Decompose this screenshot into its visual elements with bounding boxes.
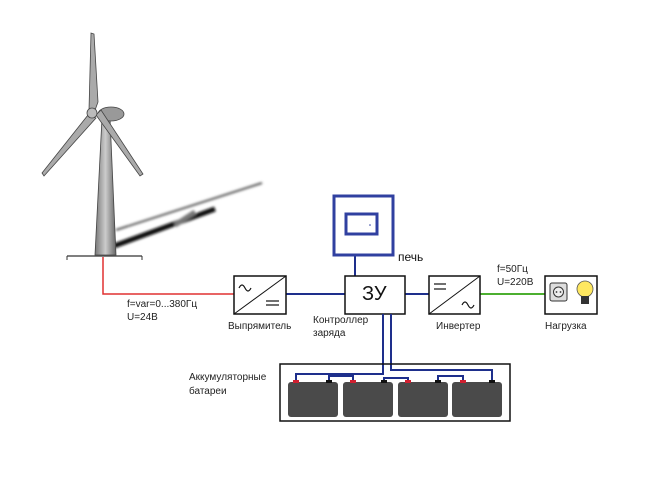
input-frequency-label: f=var=0...380Гц xyxy=(127,299,198,310)
load-label: Нагрузка xyxy=(545,321,587,332)
rectifier-block xyxy=(233,275,287,315)
battery-wire-2 xyxy=(390,314,493,382)
charger-label: ЗУ xyxy=(362,283,387,305)
battery-jumper xyxy=(328,375,354,382)
oven-icon xyxy=(332,194,395,257)
turbine-shadow xyxy=(113,182,263,249)
batteries-label-1: Аккумуляторные xyxy=(189,372,267,383)
battery-icon xyxy=(398,380,448,417)
battery-jumper xyxy=(383,377,409,382)
generator-wire xyxy=(102,257,234,295)
input-voltage-label: U=24В xyxy=(127,312,158,323)
battery-jumper xyxy=(437,375,464,382)
inverter-label: Инвертер xyxy=(436,321,481,332)
load-block xyxy=(544,275,598,315)
controller-label-2: заряда xyxy=(313,328,346,339)
output-frequency-label: f=50Гц xyxy=(497,264,528,275)
charger-block xyxy=(344,275,406,315)
battery-icon xyxy=(343,380,393,417)
batteries-label-2: батареи xyxy=(189,386,227,397)
wind-turbine-icon xyxy=(41,32,263,260)
light-bulb-icon xyxy=(576,280,594,304)
battery-icon xyxy=(452,380,502,417)
oven-label: печь xyxy=(398,250,424,264)
inverter-block xyxy=(428,275,481,315)
rectifier-label: Выпрямитель xyxy=(228,321,292,332)
output-voltage-label: U=220В xyxy=(497,277,534,288)
battery-wire-1 xyxy=(295,314,384,382)
controller-label-1: Контроллер xyxy=(313,315,369,326)
battery-icon xyxy=(288,380,338,417)
battery-bank xyxy=(279,363,511,422)
